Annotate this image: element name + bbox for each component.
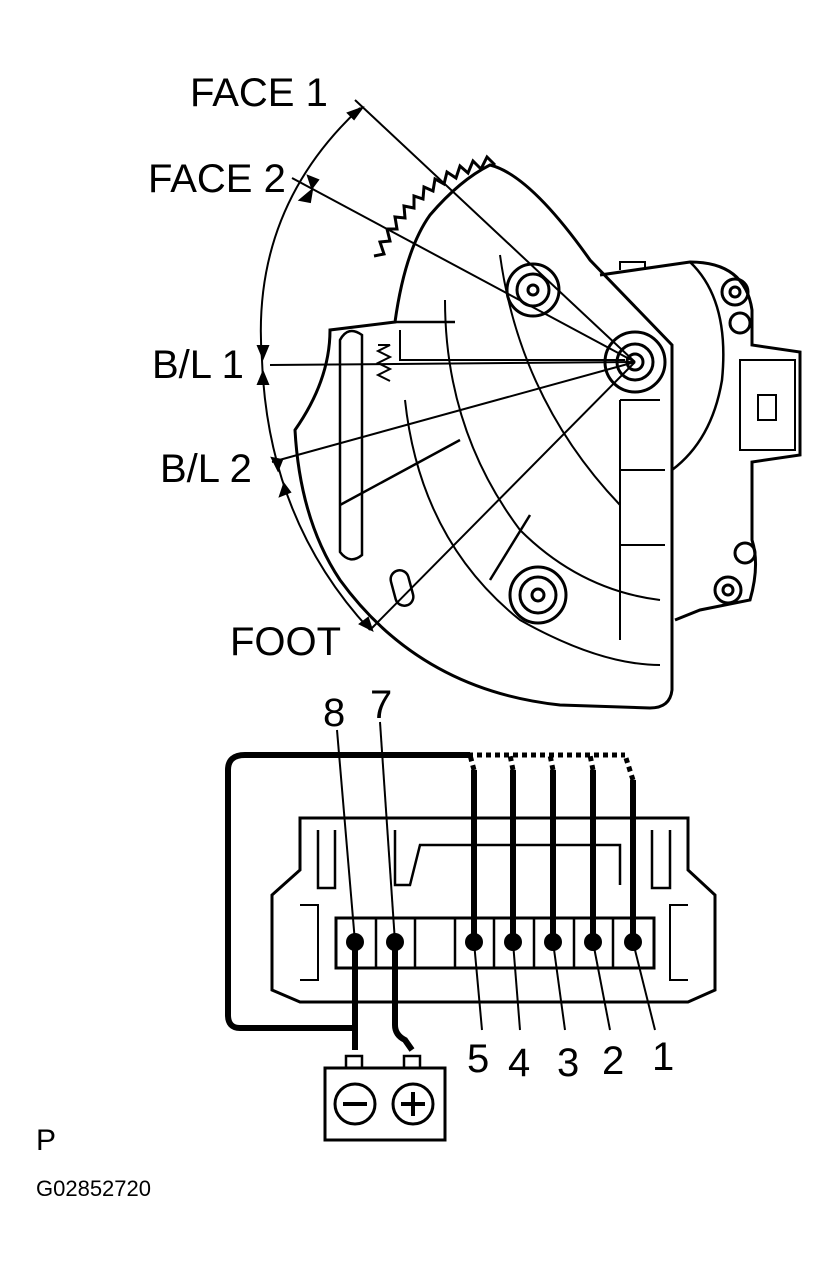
pin-3-label: 3 — [557, 1041, 579, 1085]
figure-letter: P — [36, 1124, 56, 1157]
battery-wires — [352, 942, 415, 1052]
leader-lines — [269, 99, 636, 631]
pin-8-label: 8 — [323, 691, 345, 735]
connector-housing — [270, 816, 717, 1004]
pin-cells — [374, 918, 615, 968]
dashed-leads — [467, 752, 636, 781]
test-leads — [471, 770, 636, 942]
pin-4-label: 4 — [508, 1041, 530, 1085]
pin-2-label: 2 — [602, 1039, 624, 1083]
pin-7-label: 7 — [370, 683, 392, 727]
pin-1-label: 1 — [652, 1035, 674, 1079]
face1-label: FACE 1 — [190, 71, 328, 115]
position-arc — [256, 105, 374, 632]
figure-code: G02852720 — [36, 1176, 151, 1201]
bl1-label: B/L 1 — [152, 343, 244, 387]
gear-teeth — [373, 154, 497, 258]
battery — [323, 1054, 447, 1142]
battery-terminal-negative — [333, 1082, 377, 1126]
foot-label: FOOT — [230, 620, 341, 664]
servo-motor-housing — [293, 163, 802, 710]
negative-wire — [225, 752, 470, 1050]
bl2-label: B/L 2 — [160, 447, 252, 491]
battery-terminal-positive — [391, 1082, 435, 1126]
pin-leaders — [336, 721, 656, 1031]
face2-label: FACE 2 — [148, 157, 286, 201]
pin-5-label: 5 — [467, 1037, 489, 1081]
